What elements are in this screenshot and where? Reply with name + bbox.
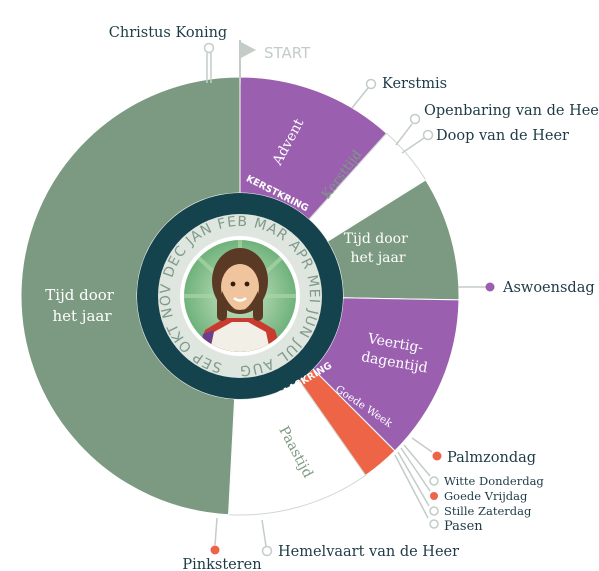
feast-pasen: Pasen <box>429 519 483 534</box>
tijd-winter-line2: het jaar <box>350 250 405 266</box>
feast-doop: Doop van de Heer <box>401 128 569 154</box>
marker-open <box>422 129 434 141</box>
start-label: START <box>264 44 311 62</box>
feast-stille-zaterdag: Stille Zaterdag <box>429 504 532 518</box>
marker-red <box>210 545 220 555</box>
marker-red <box>432 451 442 461</box>
label-goede-vrijdag: Goede Vrijdag <box>444 489 528 503</box>
label-christus-koning: Christus Koning <box>109 25 227 41</box>
tijd-winter-label: Tijd door het jaar <box>344 231 413 266</box>
label-aswoensdag: Aswoensdag <box>502 280 595 296</box>
marker-red <box>430 492 438 500</box>
marker-open <box>429 519 439 529</box>
feast-goede-vrijdag: Goede Vrijdag <box>430 489 528 503</box>
feast-openbaring: Openbaring van de Heer <box>395 103 599 146</box>
tijd-groot-line2: het jaar <box>52 307 112 325</box>
label-openbaring: Openbaring van de Heer <box>424 103 599 119</box>
label-kerstmis: Kerstmis <box>382 76 447 92</box>
feast-christus-koning: Christus Koning <box>109 25 227 83</box>
feast-palmzondag: Palmzondag <box>411 437 536 466</box>
marker-open <box>409 113 421 125</box>
label-doop: Doop van de Heer <box>436 128 569 144</box>
feast-kerstmis: Kerstmis <box>351 76 447 109</box>
jesus-portrait <box>180 236 300 356</box>
start-marker: START <box>239 40 311 84</box>
marker-purple <box>485 282 495 292</box>
marker-open <box>261 545 273 557</box>
label-stille-zaterdag: Stille Zaterdag <box>444 504 532 518</box>
feast-witte-donderdag: Witte Donderdag <box>429 474 544 488</box>
label-hemelvaart: Hemelvaart van de Heer <box>278 544 459 560</box>
tijd-winter-line1: Tijd door <box>344 231 408 247</box>
feast-markers: Christus Koning Kerstmis Openbaring van … <box>109 25 599 571</box>
feast-hemelvaart: Hemelvaart van de Heer <box>261 519 459 560</box>
tijd-groot-line1: Tijd door <box>45 286 114 304</box>
marker-open <box>203 42 215 54</box>
feast-pinksteren: Pinksteren <box>182 517 262 571</box>
tijd-groot-label: Tijd door het jaar <box>45 286 118 325</box>
label-witte-donderdag: Witte Donderdag <box>444 474 544 488</box>
label-pasen: Pasen <box>444 519 483 534</box>
marker-open <box>365 78 377 90</box>
marker-open <box>429 506 439 516</box>
feast-aswoensdag: Aswoensdag <box>458 280 595 296</box>
label-pinksteren: Pinksteren <box>182 557 261 571</box>
holy-week-spokes <box>394 444 431 519</box>
flag-icon <box>241 42 256 58</box>
liturgical-seasons <box>20 76 460 516</box>
marker-open <box>429 476 439 486</box>
label-palmzondag: Palmzondag <box>447 450 536 466</box>
